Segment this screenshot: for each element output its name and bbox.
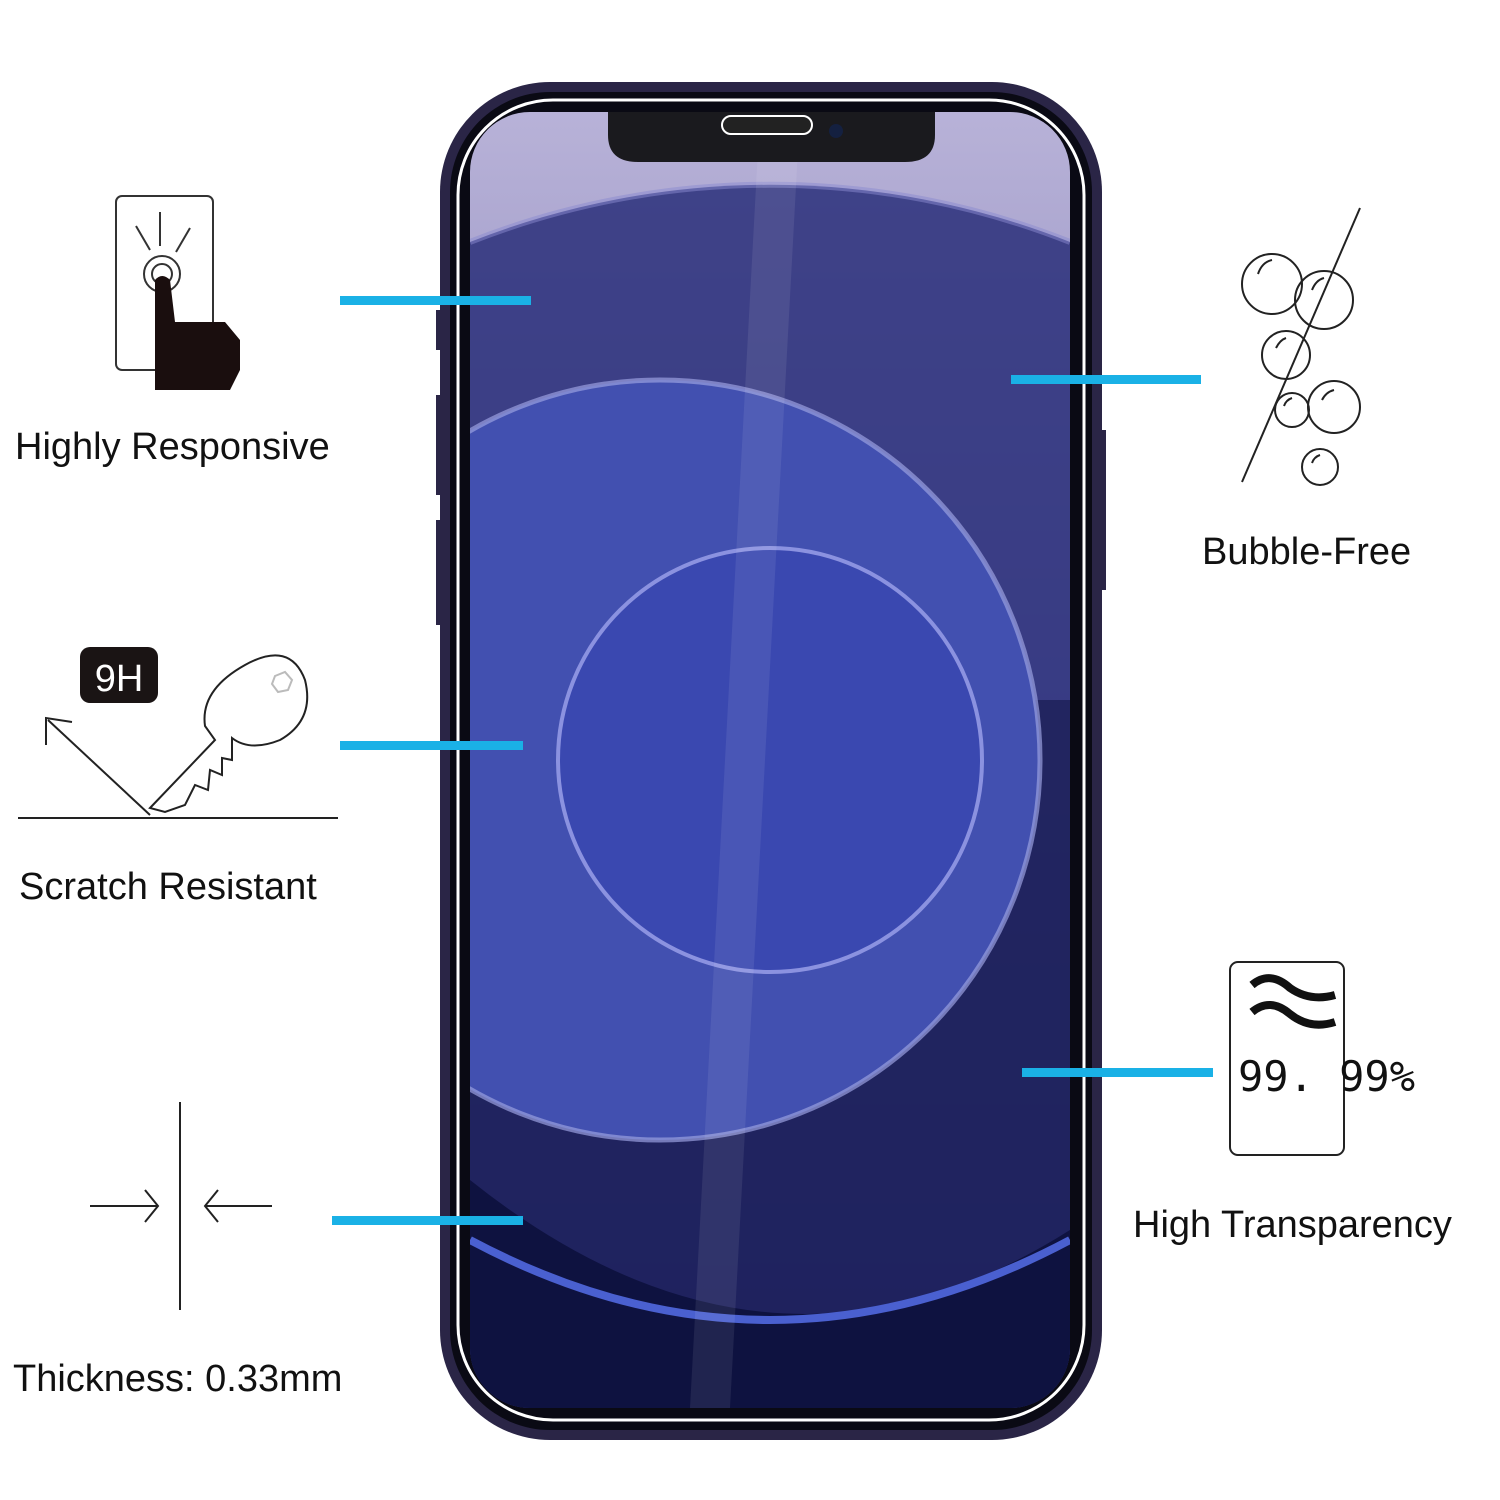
pointer-line-responsive — [340, 296, 531, 305]
svg-text:9H: 9H — [95, 658, 144, 700]
speaker-icon — [721, 115, 813, 135]
notch — [608, 112, 935, 162]
pointer-line-scratch — [340, 741, 523, 750]
thickness-icon — [90, 1102, 272, 1310]
transparency-value: 99. 99% — [1238, 1052, 1416, 1101]
transparency-icon — [1229, 961, 1345, 1156]
feature-bubble-free: Bubble-Free — [1202, 531, 1412, 573]
bubble-free-icon — [1241, 207, 1361, 486]
key-scratch-icon — [18, 654, 338, 819]
touch-icon — [115, 195, 240, 390]
hardness-badge: 9H — [80, 647, 158, 703]
camera-icon — [829, 124, 843, 138]
screen-wallpaper — [470, 112, 1070, 1408]
feature-thickness: Thickness: 0.33mm — [13, 1358, 343, 1400]
pointer-line-transparency — [1022, 1068, 1213, 1077]
feature-highly-responsive: Highly Responsive — [15, 426, 330, 468]
feature-high-transparency: High Transparency — [1133, 1204, 1452, 1246]
pointer-line-bubble — [1011, 375, 1201, 384]
pointer-line-thickness — [332, 1216, 523, 1225]
feature-scratch-resistant: Scratch Resistant — [19, 866, 317, 908]
phone — [436, 82, 1106, 1440]
